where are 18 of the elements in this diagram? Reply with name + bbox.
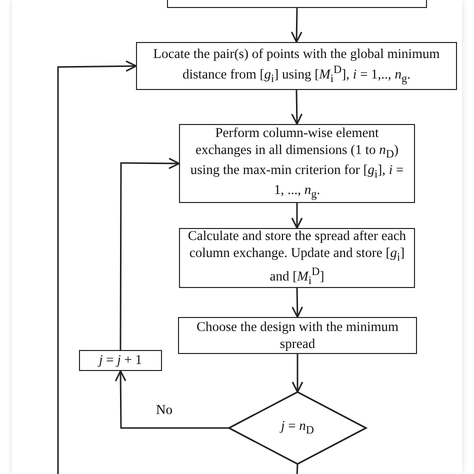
arrow [57,60,137,474]
arrow [292,354,304,393]
node-text: Calculate and store the spread after each column exchange. Update and store [g$_{i}$] and [M$_{i}$$^{D}$] [186,228,408,288]
process-box [178,317,417,354]
arrow [120,158,180,350]
node-text: Choose the design with the minimum spread [195,318,400,352]
decision-diamond [229,392,366,464]
arrow [291,203,303,229]
arrow [290,8,302,43]
process-box [79,350,162,371]
node-text: Locate the pair(s) of points with the global minimum distance from [g$_{i}$] using [M$_{i}$$^{D}$], i = 1,.., n$_{g}$. [152,46,441,86]
node-text: Perform column-wise element exchanges in all dimensions (1 to n$_{D}$) using the max-min criterion for [g$_{i}$], i = 1, ..., n$_{g}$. [189,125,405,202]
process-box [136,42,457,90]
arrow [292,288,304,318]
node-text: j = j + 1 [98,352,142,369]
node-text: j = n$_{D}$ [280,418,314,438]
arrow [114,370,229,429]
arrow [291,90,303,125]
